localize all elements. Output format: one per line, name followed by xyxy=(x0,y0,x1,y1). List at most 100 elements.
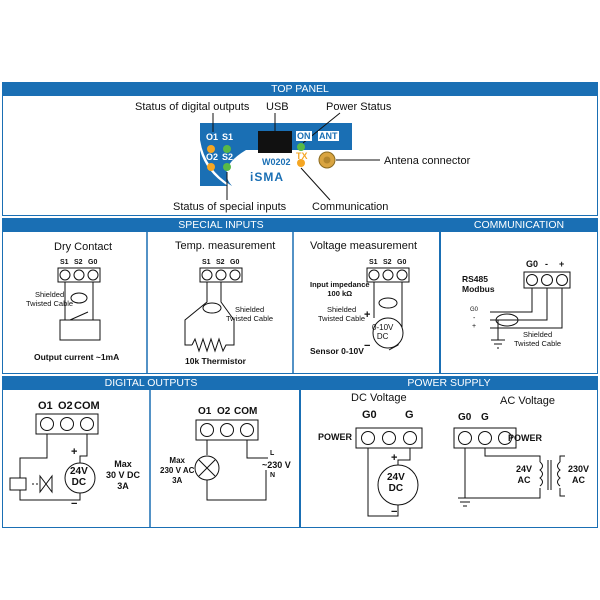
communication-header: COMMUNICATION xyxy=(440,218,598,232)
comm-wire-g0-label: G0 xyxy=(470,307,479,313)
comm-plus-label: + xyxy=(559,259,565,269)
dry-contact-switch xyxy=(69,311,89,321)
label-digital-outputs-status: Status of digital outputs xyxy=(135,101,250,113)
do-ac-com-label: COM xyxy=(234,406,258,417)
transformer-primary-icon xyxy=(557,461,561,487)
temp-cable-label: Shielded Twisted Cable xyxy=(226,305,274,323)
dry-terminal-s1 xyxy=(59,269,71,281)
do-dc-terminal-o2 xyxy=(60,417,74,431)
do-ac-terminal-o2 xyxy=(220,423,234,437)
comm-wire-minus-label: - xyxy=(473,315,476,322)
volt-source-icon xyxy=(372,317,404,349)
comm-rs485-label: RS485 Modbus xyxy=(462,274,495,294)
volt-cable-shield xyxy=(378,297,398,309)
ps-ac-ground-icon xyxy=(458,497,472,507)
volt-source-label: 0-10V DC xyxy=(372,323,394,341)
ps-dc-terminal-3 xyxy=(403,431,417,445)
dry-cable-shield xyxy=(70,292,88,304)
do-dc-o1-label: O1 xyxy=(38,400,53,412)
temp-note: 10k Thermistor xyxy=(185,356,246,366)
ps-ac-primary-label: 230V AC xyxy=(568,464,590,485)
volt-g0-label: G0 xyxy=(397,259,407,266)
do-ac-l-label: L xyxy=(270,450,275,457)
device-model-label: W0202 xyxy=(262,157,291,167)
ps-ac-title: AC Voltage xyxy=(500,395,556,407)
ps-dc-minus-label: − xyxy=(391,506,398,518)
do-ac-terminal-o1 xyxy=(200,423,214,437)
power-supply-header: POWER SUPPLY xyxy=(300,376,598,390)
ps-dc-terminal-1 xyxy=(361,431,375,445)
temp-terminal-s1 xyxy=(201,269,213,281)
transformer-secondary-icon xyxy=(539,461,543,487)
volt-terminal-s2 xyxy=(382,269,394,281)
volt-plus-label: + xyxy=(364,309,371,321)
ps-ac-terminal-1 xyxy=(458,431,472,445)
led-o1-icon xyxy=(207,145,215,153)
do-ac-rating: Max 230 V AC 3A xyxy=(160,456,195,485)
ps-dc-power-label: POWER xyxy=(318,432,353,442)
comm-minus-label: - xyxy=(545,259,548,269)
do-dc-terminal-com xyxy=(80,417,94,431)
device-ant-label: ANT xyxy=(318,131,339,141)
dry-contact-note: Output current ~1mA xyxy=(34,352,120,362)
do-dc-plus-label: + xyxy=(71,446,78,458)
temp-g0-label: G0 xyxy=(230,259,240,266)
ps-ac-g0-label: G0 xyxy=(458,412,472,423)
comm-g0-label: G0 xyxy=(526,259,539,269)
usb-port-icon xyxy=(258,131,292,153)
device-led-s1-label: S1 xyxy=(222,132,234,142)
device-led-o2-label: O2 xyxy=(206,152,219,162)
do-ac-n-label: N xyxy=(270,472,276,479)
label-power-status: Power Status xyxy=(326,101,392,113)
do-dc-terminal-o1 xyxy=(40,417,54,431)
volt-terminal-g0 xyxy=(396,269,408,281)
ps-ac-power-label: POWER xyxy=(508,433,543,443)
device-led-s2-label: S2 xyxy=(222,152,234,162)
ps-ac-g-label: G xyxy=(481,412,489,423)
temp-cable-shield xyxy=(202,302,222,314)
volt-s2-label: S2 xyxy=(383,259,392,266)
volt-note: Sensor 0-10V xyxy=(310,346,364,356)
comm-terminal-g0 xyxy=(526,274,538,286)
dry-s1-label: S1 xyxy=(60,259,69,266)
temp-title: Temp. measurement xyxy=(175,240,276,252)
do-ac-o2-label: O2 xyxy=(217,406,231,417)
ps-ac-secondary-label: 24V AC xyxy=(516,464,533,485)
volt-impedance-label: Input impedance 100 kΩ xyxy=(310,280,370,298)
ps-ac-wires xyxy=(464,448,541,499)
do-ac-supply-label: ~230 V xyxy=(262,460,291,470)
comm-cable-label: Shielded Twisted Cable xyxy=(514,330,562,348)
label-antenna: Antena connector xyxy=(384,155,471,167)
do-dc-source-icon xyxy=(64,462,96,494)
do-dc-o2-label: O2 xyxy=(58,400,73,412)
ps-dc-title: DC Voltage xyxy=(351,392,407,404)
ps-dc-wires xyxy=(367,448,411,517)
comm-cable-shield xyxy=(495,313,519,327)
do-ac-terminal-com xyxy=(240,423,254,437)
temp-s1-label: S1 xyxy=(202,259,211,266)
comm-wire-plus-label: + xyxy=(472,323,477,330)
ground-icon xyxy=(491,339,505,349)
do-dc-rating: Max 30 V DC 3A xyxy=(106,459,141,491)
antenna-connector-center xyxy=(323,156,331,164)
label-communication: Communication xyxy=(312,201,389,213)
do-dc-source-label: 24V DC xyxy=(70,466,88,488)
special-inputs-header: SPECIAL INPUTS xyxy=(2,218,440,232)
comm-wires xyxy=(490,288,563,329)
ps-dc-terminal-2 xyxy=(382,431,396,445)
label-special-inputs-status: Status of special inputs xyxy=(173,201,287,213)
transformer-primary-leads xyxy=(559,455,565,497)
device-tx-label: TX xyxy=(296,151,308,161)
volt-s1-label: S1 xyxy=(369,259,378,266)
device-on-label: ON xyxy=(296,131,312,141)
do-dc-minus-label: − xyxy=(71,498,78,510)
dry-contact-box xyxy=(59,319,101,341)
ps-dc-g0-label: G0 xyxy=(362,409,377,421)
do-dc-valve-icon xyxy=(39,474,53,494)
voltage-title: Voltage measurement xyxy=(310,240,418,252)
dry-cable-label: Shielded Twisted Cable xyxy=(26,290,74,308)
